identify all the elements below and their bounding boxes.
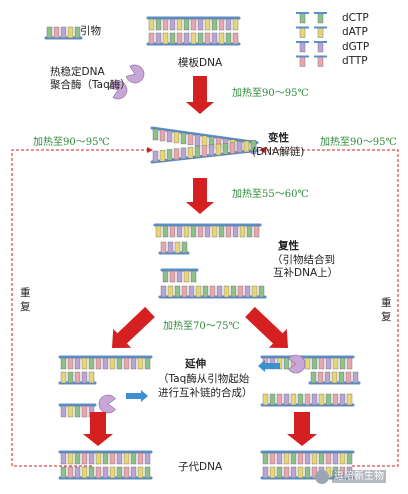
repeat-label-left: 重复 [20,287,31,313]
anneal-note-1: （引物结合到 [272,254,335,266]
taq-enzyme-left [98,394,116,414]
repeat-label-right: 重复 [381,297,392,323]
watermark-logo-icon [315,470,329,484]
dgtp-label: dGTP [342,41,370,53]
datp-label: dATP [342,26,368,38]
red-arrow-2 [186,178,214,214]
red-arrow-1 [186,76,214,114]
primer-legend-strand [44,26,83,40]
blue-arrow-left [126,390,148,402]
repeat-loop-left [11,147,153,467]
polymerase-label: 热稳定DNA 聚合酶（Taq酶） [50,66,131,91]
dttp-label: dTTP [342,55,368,67]
taq-enzyme-right [288,354,306,374]
extend-note-2: 进行互补链的合成） [158,387,253,399]
anneal-title: 复性 [278,240,299,252]
product-label: 子代DNA [178,461,223,473]
denature-note: (DNA解链) [252,146,305,158]
heat-step-3: 加热至70～75℃ [163,321,240,332]
dctp-label: dCTP [342,12,369,24]
denature-title: 变性 [268,132,289,144]
heat-step-1: 加热至90～95℃ [232,88,309,99]
nucleotide-legend [296,12,327,67]
repeat-loop-right [259,147,399,467]
annealed-strands [153,223,267,299]
blue-arrow-right [258,360,280,372]
loop-heat-right: 加热至90～95℃ [320,137,397,148]
taq-enzyme-icon [108,64,145,100]
extension-strands-left [58,355,153,418]
red-arrow-bottom-left [83,412,113,446]
watermark-text: 逗陪新生物 [332,470,386,483]
red-arrow-right-diagonal [245,306,288,349]
extend-note-1: （Taq酶从引物起始 [158,373,250,385]
template-dna-helix [146,16,241,46]
anneal-note-2: 互补DNA上） [273,267,339,279]
loop-heat-left: 加热至90～95℃ [33,137,110,148]
product-dna-left [58,450,153,480]
red-arrow-left-diagonal [112,306,155,349]
denatured-strands [150,126,259,164]
template-dna-label: 模板DNA [178,57,223,69]
primer-label: 引物 [80,25,101,37]
extend-title: 延伸 [185,358,206,370]
red-arrow-bottom-right [287,412,317,446]
heat-step-2: 加热至55～60℃ [232,189,309,200]
